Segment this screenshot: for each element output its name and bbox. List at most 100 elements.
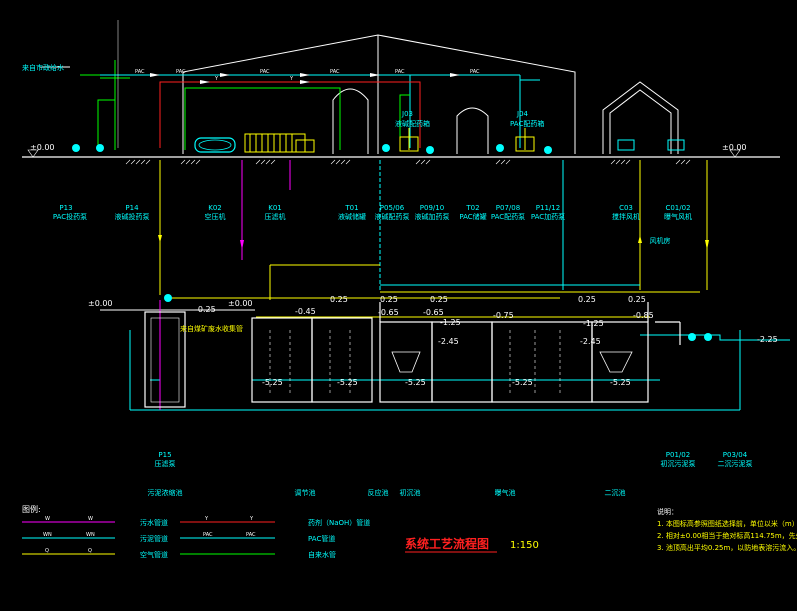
- tank-name: 二沉池: [605, 488, 626, 497]
- elevation-label: 0.25: [578, 295, 596, 304]
- pump-icon: [688, 333, 696, 341]
- legend-label: PAC管道: [308, 534, 335, 543]
- drawing-scale: 1:150: [510, 540, 539, 551]
- equipment-name: PAC配药泵: [491, 212, 525, 221]
- legend-item-sludge: WN WN 污泥管道: [22, 532, 168, 543]
- elevation-label: -0.45: [295, 307, 316, 316]
- pump-icon: [164, 294, 172, 302]
- equipment-code: P03/04: [723, 451, 748, 459]
- pipe-code: Y: [289, 76, 294, 82]
- pump-icon: [382, 144, 390, 152]
- pump-icon: [426, 146, 434, 154]
- equipment-name: PAC投药泵: [53, 212, 87, 221]
- main-building: [182, 34, 576, 154]
- note-line: 3. 池顶高出平均0.25m，以防地表溶污流入。: [657, 543, 797, 552]
- pump-icon: [544, 146, 552, 154]
- elevation-label: ±0.00: [30, 143, 55, 152]
- legend-item-sewage: W W 污水管道: [22, 516, 168, 527]
- legend-code: W: [45, 516, 50, 522]
- elevation-label: -5.25: [512, 378, 533, 387]
- equipment-name: 压滤泵: [155, 459, 176, 468]
- ground-line: [22, 156, 780, 165]
- note-line: 2. 相对±0.00相当于绝对标高114.75m，先处: [657, 531, 797, 540]
- equipment-name: 二沉污泥泵: [718, 460, 753, 468]
- elevation-label: -2.45: [580, 337, 601, 346]
- elevation-label: ±0.00: [722, 143, 747, 152]
- pipe-code: PAC: [470, 69, 480, 75]
- legend-code: Q: [45, 548, 49, 554]
- equipment-name: 空压机: [205, 212, 226, 221]
- legend-code: Q: [88, 548, 92, 554]
- elevation-label: -0.65: [378, 308, 399, 317]
- equipment-name: 曝气风机: [664, 212, 692, 221]
- pump-icon: [704, 333, 712, 341]
- notes-title: 说明：: [657, 507, 678, 516]
- fan-building: [602, 81, 679, 154]
- elevation-label: -5.25: [405, 378, 426, 387]
- pipe-code: PAC: [260, 69, 270, 75]
- legend-item-air: Q Q 空气管道: [22, 548, 168, 559]
- source-label: 来自市政给水: [22, 63, 64, 72]
- elevation-label: -0.65: [423, 308, 444, 317]
- legend-code: Y: [249, 516, 254, 522]
- equipment-name: PAC配药箱: [510, 119, 544, 128]
- legend-label: 药剂（NaOH）管道: [308, 518, 370, 527]
- equipment-code: T01: [344, 204, 358, 212]
- fan-icon: [667, 139, 685, 151]
- tank-name: 初沉池: [400, 488, 421, 497]
- drawing-title: 系统工艺流程图: [405, 536, 489, 551]
- equipment-label-row: P13 PAC投药泵 P14 液碱投药泵 K02 空压机 K01 压滤机 T01…: [53, 204, 692, 245]
- tank-names: 污泥浓缩池 调节池 反应池 初沉池 曝气池 二沉池: [148, 488, 626, 497]
- fan-room-label: 风机房: [650, 236, 671, 245]
- fan-icon: [617, 139, 635, 151]
- equipment-code: C03: [619, 204, 633, 212]
- legend-title: 图例:: [22, 504, 41, 514]
- equipment-code: P07/08: [496, 204, 520, 212]
- legend-label: 空气管道: [140, 550, 168, 559]
- elevation-label: -0.75: [493, 311, 514, 320]
- equipment-name: 搅拌风机: [612, 212, 640, 221]
- pump-icon: [72, 144, 80, 152]
- equipment-ground: [27, 128, 741, 158]
- equipment-name: 压滤机: [265, 212, 286, 221]
- elevation-label: -2.25: [757, 335, 778, 344]
- basin-elevations: ±0.00 ±0.00 -0.25 -0.45 0.25 0.25 0.25 0…: [88, 295, 778, 387]
- legend-code: WN: [86, 532, 95, 538]
- equipment-name: 液碱配药泵: [375, 212, 410, 221]
- elevation-label: 0.25: [380, 295, 398, 304]
- elevation-label: 0.25: [430, 295, 448, 304]
- top-labels: 来自市政给水 ±0.00 ±0.00 J03 液碱配药箱 J04 PAC配药箱: [22, 63, 747, 152]
- equipment-code: K02: [208, 204, 222, 212]
- pipe-code: PAC: [176, 69, 186, 75]
- vertical-pipes: [159, 160, 708, 300]
- pipe-code: Y: [214, 76, 219, 82]
- equipment-name: 初沉污泥泵: [661, 459, 696, 468]
- tank-name: 反应池: [368, 488, 389, 497]
- elevation-label: -5.25: [262, 378, 283, 387]
- inflow-label: 来自煤矿废水收集管: [180, 324, 243, 333]
- flow-arrows-vertical: [158, 235, 709, 250]
- elevation-label: -2.45: [438, 337, 459, 346]
- elevation-label: ±0.00: [228, 299, 253, 308]
- equipment-code: J04: [516, 110, 529, 118]
- elevation-label: -5.25: [610, 378, 631, 387]
- equipment-code: P05/06: [380, 204, 405, 212]
- legend-item-tapwater: 自来水管: [180, 550, 336, 559]
- equipment-name: 液碱加药泵: [415, 212, 450, 221]
- note-line: 1. 本图标高参照图纸选择前，单位以米（m）: [657, 519, 797, 528]
- tank-name: 曝气池: [495, 488, 516, 497]
- equipment-code: P09/10: [420, 204, 444, 212]
- equipment-code: T02: [465, 204, 479, 212]
- elevation-label: ±0.00: [88, 299, 113, 308]
- pipe-code: PAC: [330, 69, 340, 75]
- legend-code: Y: [204, 516, 209, 522]
- equipment-name: PAC储罐: [459, 212, 486, 221]
- air-compressor-icon: [194, 137, 236, 153]
- equipment-code: C01/02: [665, 204, 690, 212]
- legend-code: PAC: [203, 532, 213, 538]
- notes: 说明： 1. 本图标高参照图纸选择前，单位以米（m） 2. 相对±0.00相当于…: [657, 507, 797, 552]
- equipment-code: K01: [268, 204, 282, 212]
- equipment-name: 液碱投药泵: [115, 212, 150, 221]
- equipment-code: P11/12: [536, 204, 560, 212]
